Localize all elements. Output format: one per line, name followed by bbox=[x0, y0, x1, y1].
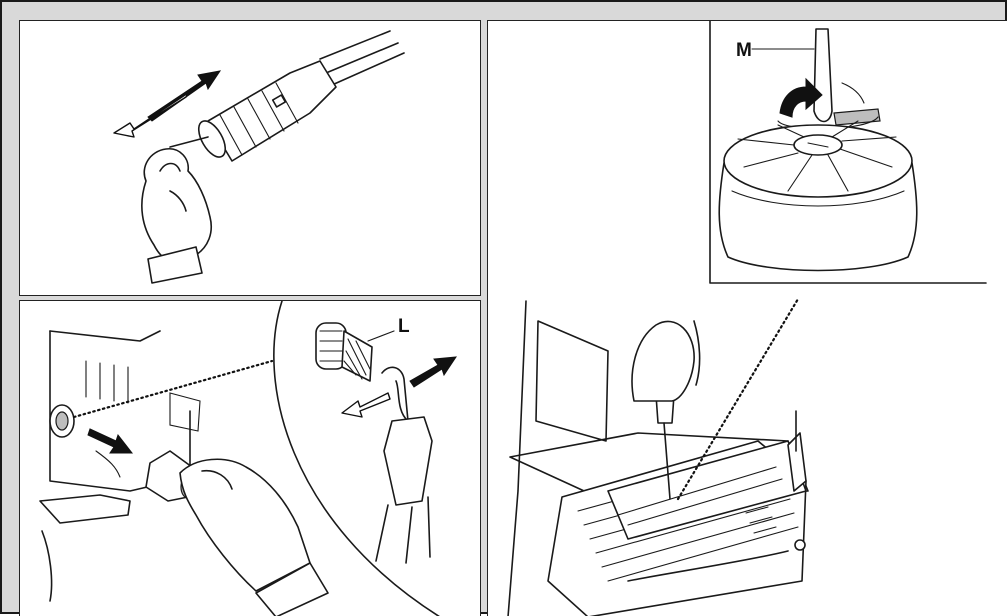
pull-arrow-icon bbox=[113, 92, 189, 138]
inlet-filter-panel: L bbox=[19, 300, 481, 616]
part-label-m: M bbox=[736, 40, 752, 61]
hand-gripping-screwdriver bbox=[631, 320, 695, 402]
machine-housing-top bbox=[49, 330, 161, 342]
machine-housing-outline bbox=[49, 330, 191, 492]
nozzle-ring-3 bbox=[247, 98, 271, 140]
filter-mesh-grid bbox=[343, 338, 371, 380]
rotation-return-curve bbox=[841, 82, 865, 104]
detail-pointer-line bbox=[676, 297, 800, 501]
nozzle-ring-5 bbox=[275, 82, 299, 124]
front-lower-edge bbox=[627, 550, 789, 582]
cleaning-needle bbox=[169, 136, 209, 148]
filter-cap-skirt bbox=[718, 162, 918, 272]
inset-frame bbox=[709, 21, 987, 284]
filter-holder-ribs bbox=[319, 330, 343, 362]
part-label-l: L bbox=[398, 316, 410, 337]
magnify-circle-edge bbox=[273, 301, 440, 616]
nozzle-ring-1 bbox=[219, 114, 243, 156]
rotation-band-highlight bbox=[833, 108, 881, 126]
nozzle-body bbox=[207, 60, 337, 162]
filter-cap-band bbox=[731, 190, 905, 207]
nozzle-cleaning-illustration bbox=[113, 30, 405, 284]
hand-knuckle-line bbox=[169, 190, 187, 212]
tray-inner-surface bbox=[607, 440, 807, 540]
nozzle-ring-4 bbox=[261, 90, 285, 132]
screwdriver-blade bbox=[813, 28, 833, 123]
filter-cap-slot bbox=[807, 142, 829, 148]
pull-filter-arrow-icon bbox=[409, 356, 457, 388]
hand-holding-coupling bbox=[179, 458, 311, 592]
hand-thumb-line bbox=[201, 469, 233, 490]
magnify-pointer-line bbox=[72, 359, 274, 419]
lance-tube-line-b bbox=[325, 42, 399, 74]
filter-cap-ribs bbox=[737, 120, 897, 192]
motion-curve bbox=[95, 450, 121, 478]
hand-wrist-line bbox=[693, 320, 701, 386]
pliers-handle-lines bbox=[375, 496, 431, 564]
hand-cuff bbox=[255, 562, 329, 616]
nozzle-cleaning-panel bbox=[19, 20, 481, 296]
pliers-handle-hand bbox=[383, 416, 433, 506]
hand-fingers bbox=[141, 148, 212, 263]
remove-coupling-arrow-icon bbox=[87, 428, 134, 454]
rotate-arrow-icon bbox=[779, 77, 823, 118]
pliers-jaw-b bbox=[395, 380, 409, 422]
hand-cuff bbox=[147, 246, 203, 284]
housing-recess bbox=[169, 392, 201, 432]
inlet-opening bbox=[55, 411, 69, 431]
machine-left-edge bbox=[507, 300, 527, 616]
front-screw bbox=[794, 539, 806, 551]
hand-finger-line bbox=[159, 162, 181, 172]
lance-tube-line-a bbox=[319, 30, 391, 60]
machine-base-foot bbox=[39, 494, 131, 524]
inlet-filter-illustration bbox=[39, 301, 457, 616]
screwdriver-shaft bbox=[663, 422, 671, 500]
front-vent-slots bbox=[745, 506, 777, 534]
release-arrow-icon bbox=[341, 392, 391, 418]
lance-tube-line-c bbox=[331, 52, 405, 86]
machine-back-panel bbox=[535, 320, 609, 442]
nozzle-latch bbox=[271, 94, 287, 108]
pliers-jaw-a bbox=[381, 366, 409, 422]
tray-inner-slots bbox=[617, 466, 783, 526]
label-l-leader bbox=[367, 330, 395, 342]
nozzle-ring-2 bbox=[233, 106, 257, 148]
detergent-filter-panel: M bbox=[487, 20, 1007, 616]
machine-lower-edge bbox=[41, 530, 53, 602]
detergent-filter-illustration bbox=[507, 21, 987, 616]
nozzle-tip bbox=[197, 120, 227, 158]
